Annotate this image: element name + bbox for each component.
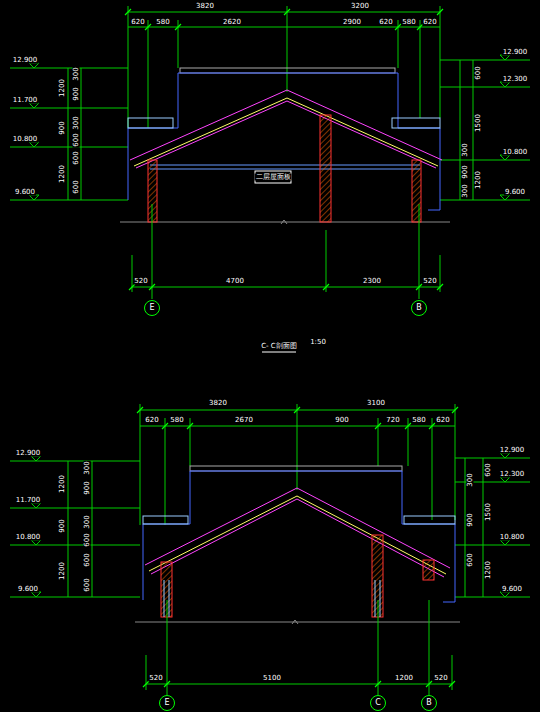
dimension-text: 1500 [475,113,482,133]
dimension-text: 620 [378,19,393,26]
dimension-text: 1:50 [309,339,327,346]
dimension-text: 900 [59,518,66,533]
dimension-text: 600 [84,577,91,592]
dimension-text: 1200 [485,560,492,580]
dimension-text: 9.600 [14,189,36,196]
dimension-text: 11.700 [12,97,39,104]
dimension-text: 9.600 [504,189,526,196]
axis-circle: B [421,695,437,711]
dimension-text: 1200 [394,675,414,682]
dimension-text: 5100 [262,675,282,682]
dimension-text: 1500 [485,502,492,522]
axis-label: B [426,699,432,707]
dimension-text: 1200 [59,474,66,494]
axis-label: B [416,304,422,312]
axis-circle: E [159,695,175,711]
dimension-text: 900 [467,512,474,527]
dimension-text: 580 [155,19,170,26]
dimension-text: 580 [169,417,184,424]
dimension-text: 2900 [342,19,362,26]
dimension-text: 12.900 [15,450,42,457]
dimension-text: 580 [401,19,416,26]
dimension-text: 300 [467,472,474,487]
dimension-text: 3820 [208,400,228,407]
dimension-text: 1200 [59,78,66,98]
dimension-text: 620 [435,417,450,424]
dimension-text: 900 [73,86,80,101]
dimension-text: 12.300 [499,471,526,478]
dimension-text: 520 [133,278,148,285]
dimension-text: 520 [422,278,437,285]
axis-circle: C [370,695,386,711]
dimension-text: 二层屋面板 [255,174,292,181]
dimension-text: 12.900 [12,57,39,64]
dimension-text: 600 [84,552,91,567]
dimension-text: 600 [73,132,80,147]
axis-label: E [164,699,169,707]
dimension-text: 300 [73,115,80,130]
dimension-text: 12.900 [499,447,526,454]
dimension-text: 10.800 [12,136,39,143]
dimension-text: 900 [334,417,349,424]
dimension-text: 720 [385,417,400,424]
dimension-text: 300 [73,66,80,81]
axis-label: C [375,699,381,707]
dimension-text: 1200 [59,561,66,581]
dimension-text: 2300 [362,278,382,285]
dimension-text: 620 [144,417,159,424]
dimension-text: 1200 [59,164,66,184]
dimension-text: 2670 [234,417,254,424]
dimension-text: 520 [148,675,163,682]
dimension-text: 300 [84,514,91,529]
axis-label: E [149,304,154,312]
dimension-text: 3200 [350,3,370,10]
dimension-text: 600 [485,462,492,477]
dimension-text: 12.300 [502,76,529,83]
dimension-text: 2620 [222,19,242,26]
dimension-text: 12.900 [502,49,529,56]
dimension-text: 300 [462,142,469,157]
dimension-text: 3820 [195,3,215,10]
dimension-text: 10.800 [499,534,526,541]
dimension-text: 600 [467,552,474,567]
dimension-text: 900 [462,164,469,179]
dimension-text: 600 [73,179,80,194]
dimension-text: 600 [73,150,80,165]
dimension-text: 9.600 [17,586,39,593]
dimension-text: 4700 [225,278,245,285]
dimension-text: 11.700 [15,497,42,504]
dimension-text: 900 [84,480,91,495]
dimension-text: 3100 [366,400,386,407]
dimension-text: 600 [84,532,91,547]
dimension-text: 1200 [475,170,482,190]
dimension-text: 300 [462,183,469,198]
dimension-text: 300 [84,460,91,475]
dimension-text: 10.800 [502,149,529,156]
dimension-text: 580 [411,417,426,424]
dimension-text: 620 [422,19,437,26]
dimension-text: 10.800 [15,534,42,541]
dimension-text: 600 [475,65,482,80]
dimension-text: 520 [433,675,448,682]
dimension-text: 9.600 [501,586,523,593]
axis-circle: E [144,300,160,316]
axis-circle: B [411,300,427,316]
dimension-text: 900 [59,120,66,135]
dimension-text: 620 [130,19,145,26]
dimension-text: C- C剖面图 [260,343,298,350]
